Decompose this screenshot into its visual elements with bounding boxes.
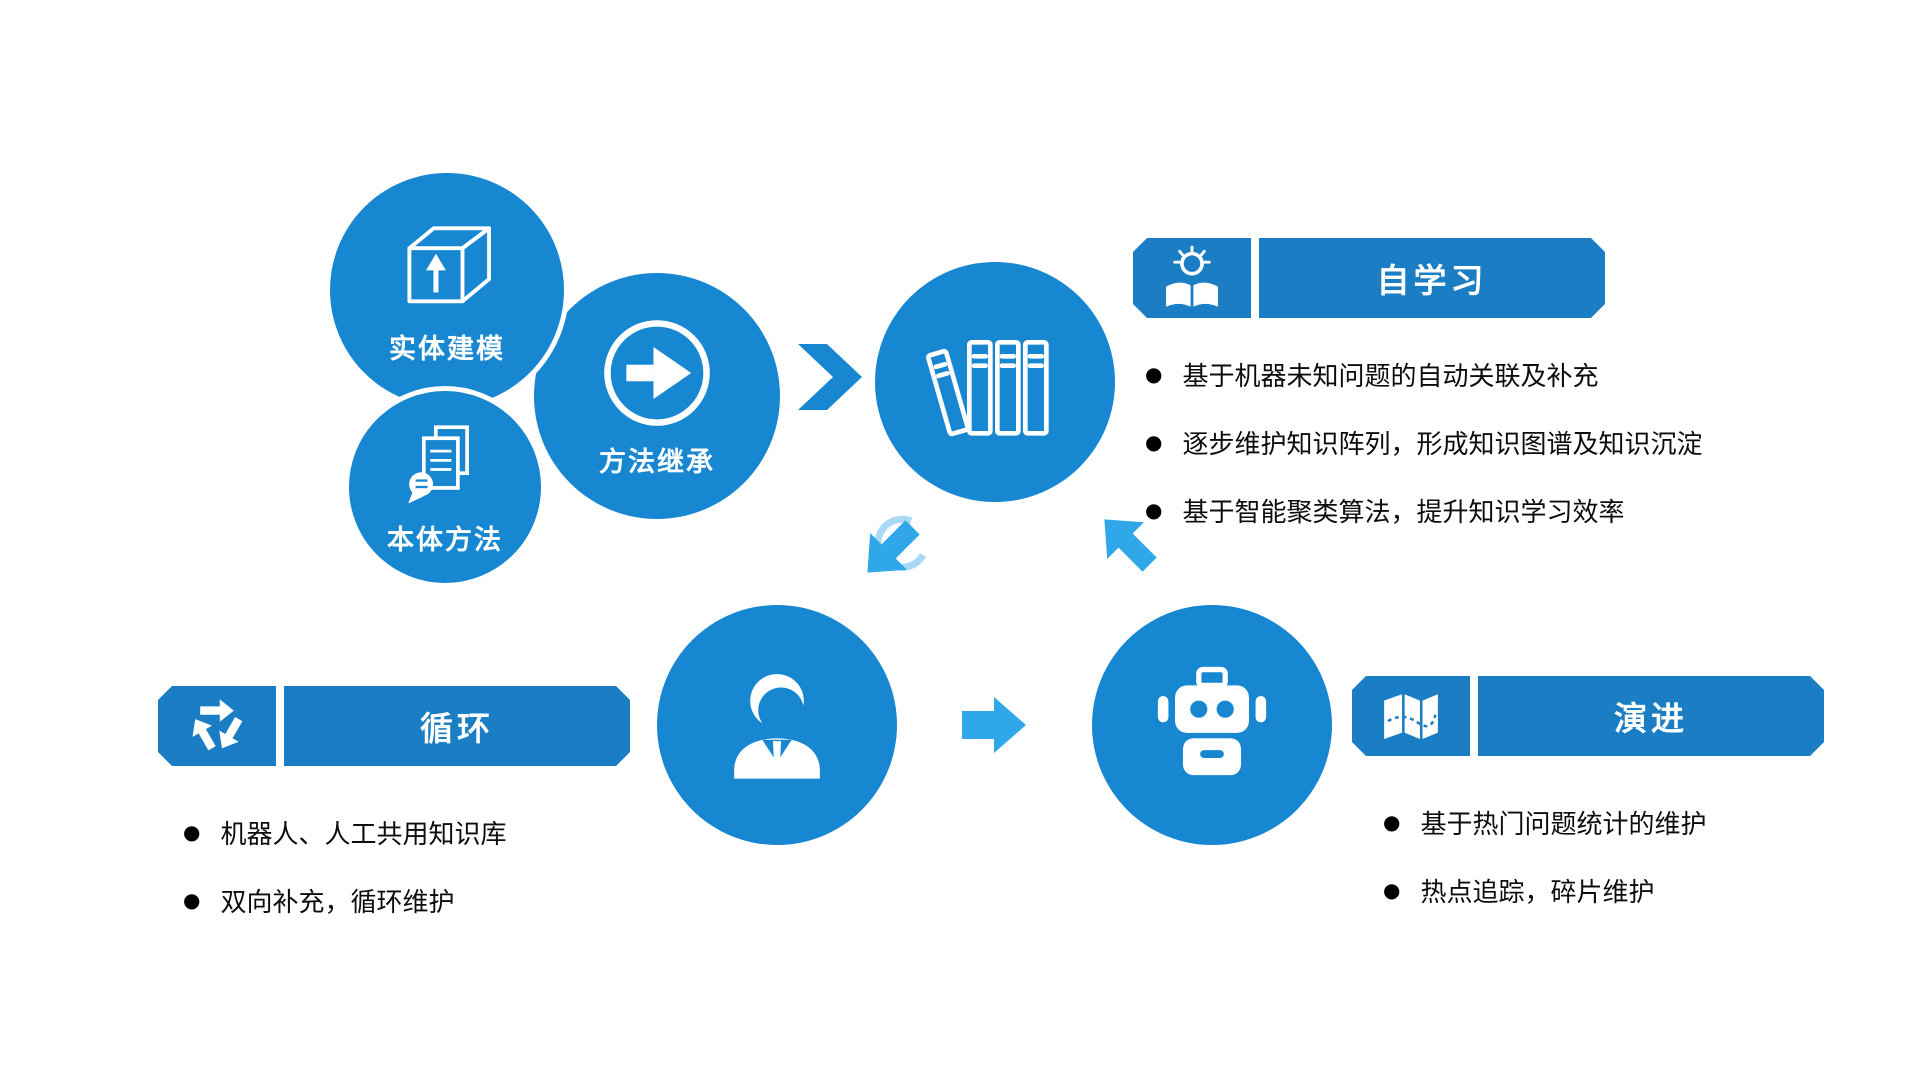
cycle-banner-icon-box [158,686,276,766]
method-inheritance-label: 方法继承 [599,446,715,478]
human-operator-circle [657,605,897,845]
bullet-text: 双向补充，循环维护 [220,887,455,918]
entity-modeling-circle: 实体建模 [325,168,569,412]
bullet-icon: ● [183,820,201,844]
evolution-banner-bar: 演进 [1478,676,1824,756]
list-item: ● 双向补充，循环维护 [183,878,506,922]
bullet-icon: ● [183,888,201,912]
recycle-icon [182,691,252,761]
cube-up-arrow-icon [407,225,491,303]
robot-circle [1092,605,1332,845]
evolution-banner: 演进 [1352,676,1824,756]
list-item: ● 逐步维护知识阵列，形成知识图谱及知识沉淀 [1145,420,1702,464]
evolution-banner-icon-box [1352,676,1470,756]
robot-icon [1157,666,1267,776]
self-learning-banner-icon-box [1133,238,1251,318]
cycle-title: 循环 [420,709,494,748]
documents-icon [408,424,469,504]
arrow-up-left-icon [1080,495,1175,594]
bullet-icon: ● [1383,810,1401,834]
evolution-bullet-list: ● 基于热门问题统计的维护 ● 热点追踪，碎片维护 [1383,800,1706,912]
ontology-method-label: 本体方法 [387,524,503,556]
bullet-icon: ● [1145,430,1163,454]
evolution-title: 演进 [1614,699,1688,738]
bullet-icon: ● [1145,362,1163,386]
bullet-icon: ● [1145,498,1163,522]
chevron-right-icon [798,344,862,414]
self-learning-bullet-list: ● 基于机器未知问题的自动关联及补充 ● 逐步维护知识阵列，形成知识图谱及知识沉… [1145,352,1702,532]
method-inheritance-circle: 方法继承 [534,273,780,519]
bullet-text: 基于智能聚类算法，提升知识学习效率 [1182,497,1625,528]
arrow-down-left-icon [845,505,935,599]
knowledge-base-circle [875,262,1115,502]
circle-right-arrow-icon [604,319,710,426]
bullet-icon: ● [1383,878,1401,902]
bullet-text: 热点追踪，碎片维护 [1420,877,1655,908]
books-icon [926,340,1049,437]
self-learning-banner: 自学习 [1133,238,1605,318]
cycle-banner: 循环 [158,686,630,766]
bullet-text: 基于热门问题统计的维护 [1420,809,1707,840]
bullet-text: 机器人、人工共用知识库 [220,819,507,850]
bullet-text: 基于机器未知问题的自动关联及补充 [1182,361,1599,392]
reading-person-icon [1156,242,1228,314]
cycle-banner-bar: 循环 [284,686,630,766]
list-item: ● 基于热门问题统计的维护 [1383,800,1706,844]
self-learning-title: 自学习 [1376,261,1488,300]
list-item: ● 热点追踪，碎片维护 [1383,868,1706,912]
list-item: ● 基于机器未知问题的自动关联及补充 [1145,352,1702,396]
ontology-method-circle: 本体方法 [344,386,546,588]
list-item: ● 机器人、人工共用知识库 [183,810,506,854]
list-item: ● 基于智能聚类算法，提升知识学习效率 [1145,488,1702,532]
businessman-icon [734,674,820,779]
cycle-bullet-list: ● 机器人、人工共用知识库 ● 双向补充，循环维护 [183,810,506,922]
entity-modeling-label: 实体建模 [389,333,505,365]
map-icon [1379,684,1443,748]
self-learning-banner-bar: 自学习 [1259,238,1605,318]
arrow-right-icon [962,697,1026,757]
bullet-text: 逐步维护知识阵列，形成知识图谱及知识沉淀 [1182,429,1703,460]
